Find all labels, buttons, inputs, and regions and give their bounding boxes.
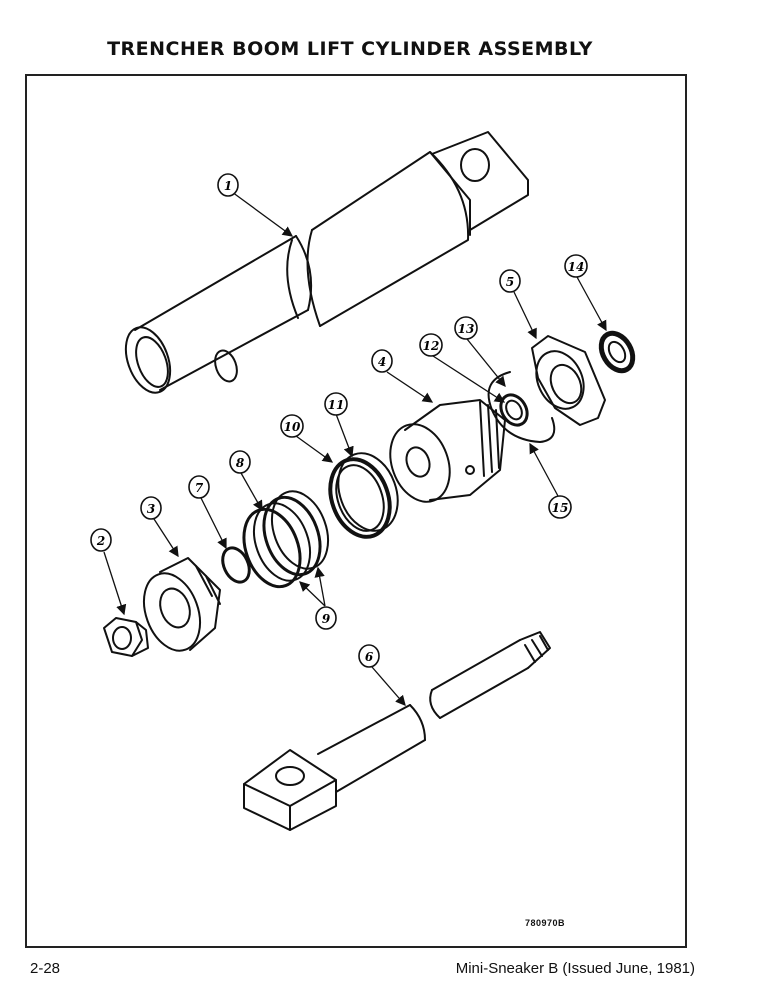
callout-4: 4 [371,349,393,373]
callout-3-label: 3 [147,502,155,516]
hex-nut-part [103,617,149,657]
callout-15: 15 [548,495,572,519]
callout-2: 2 [90,528,112,552]
callout-12-label: 12 [423,339,440,353]
callout-1-label: 1 [224,179,232,193]
o-ring-part [221,546,251,584]
callout-12: 12 [419,333,443,357]
callout-10-label: 10 [284,420,301,434]
gland-part [389,399,506,503]
snap-ring-part [487,371,556,443]
callout-10: 10 [280,414,304,438]
piston-part [142,557,221,652]
callout-2-label: 2 [96,534,105,548]
diagram-frame [25,74,687,948]
callout-4-label: 4 [378,355,386,369]
callout-1: 1 [217,173,239,197]
callout-14: 14 [564,254,588,278]
callout-11: 11 [324,392,348,416]
callout-15-label: 15 [552,501,569,515]
callout-9: 9 [315,606,337,630]
callout-13-label: 13 [458,322,475,336]
lock-nut-part [531,335,606,426]
cylinder-barrel-part [124,131,529,394]
callout-13: 13 [454,316,478,340]
callout-6-label: 6 [365,650,374,664]
figure-id: 780970B [525,918,566,928]
callout-11-label: 11 [328,398,345,412]
callout-9-label: 9 [322,612,331,626]
publication-info: Mini-Sneaker B (Issued June, 1981) [455,960,695,977]
piston-rings-part [242,490,330,589]
callout-3: 3 [140,496,162,520]
callout-14-label: 14 [568,260,585,274]
page-title: TRENCHER BOOM LIFT CYLINDER ASSEMBLY [107,38,593,60]
piston-seal-rings-part [328,452,399,539]
callout-5-label: 5 [506,275,514,289]
callout-8-label: 8 [236,456,245,470]
rod-seal-part [598,330,636,374]
callout-8: 8 [229,450,251,474]
piston-rod-part [243,631,551,831]
wiper-ring-part [499,393,529,427]
callout-7-label: 7 [195,481,204,495]
page-number: 2-28 [30,960,61,977]
callout-7: 7 [188,475,210,499]
callout-5: 5 [499,269,521,293]
callout-6: 6 [358,644,380,668]
